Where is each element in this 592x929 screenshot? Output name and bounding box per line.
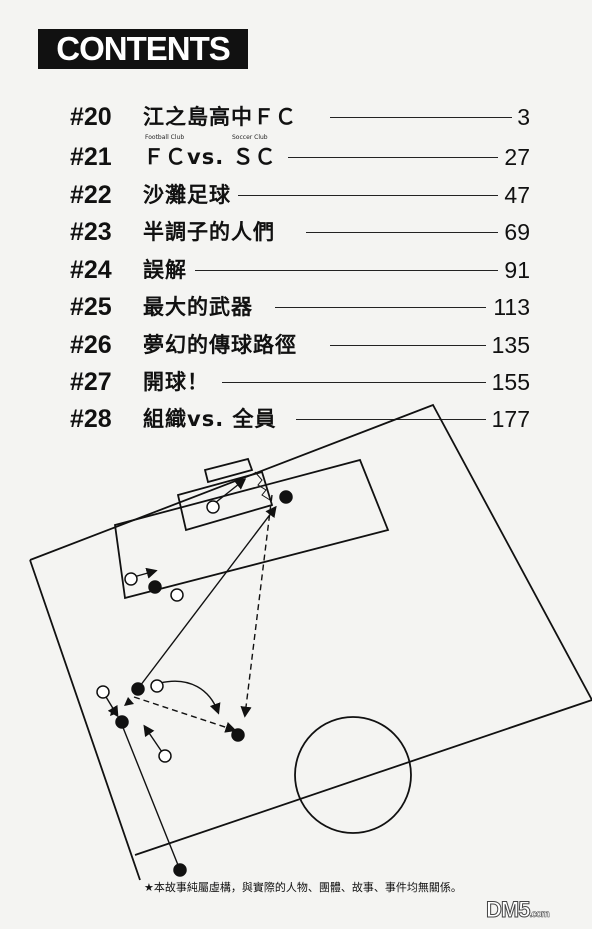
leader-line: [275, 307, 486, 308]
chapter-number: #24: [70, 256, 112, 284]
attacker-player: [148, 580, 162, 594]
chapter-page: 47: [504, 182, 530, 208]
chapter-number: #20: [70, 103, 112, 131]
contents-heading-text: CONTENTS: [56, 30, 230, 67]
leader-line: [222, 382, 486, 383]
chapter-number: #28: [70, 405, 112, 433]
defender-player: [96, 685, 110, 699]
leader-line: [306, 232, 498, 233]
toc-row-24[interactable]: #24 誤解 91: [0, 253, 592, 287]
attacker-player: [279, 490, 293, 504]
defender-player: [158, 749, 172, 763]
chapter-title: 半調子的人們: [143, 220, 275, 244]
soccer-field-diagram: [29, 403, 592, 881]
long-run-line: [121, 724, 181, 871]
leader-line: [296, 419, 486, 420]
chapter-number: #21: [70, 143, 112, 171]
chapter-page: 135: [491, 332, 530, 358]
chapter-title: 沙灘足球: [143, 183, 231, 207]
contents-heading: CONTENTS: [38, 29, 248, 69]
attacker-player: [115, 715, 129, 729]
chapter-number: #25: [70, 293, 112, 321]
chapter-number: #27: [70, 368, 112, 396]
halfway-line: [134, 699, 592, 856]
pitch-boundary: [29, 403, 592, 881]
leader-line: [238, 195, 498, 196]
chapter-page: 113: [493, 294, 530, 320]
run-arrow: [240, 494, 273, 718]
toc-row-27[interactable]: #27 開球！ 155: [0, 365, 592, 399]
chapter-page: 155: [491, 369, 530, 395]
defender-player: [124, 572, 138, 586]
player-move-arrow: [214, 478, 247, 504]
table-of-contents: #20 江之島高中ＦＣ 3 #21 Football Club Soccer C…: [0, 0, 592, 440]
attacker-player: [231, 728, 245, 742]
watermark-main: DM5: [485, 897, 530, 923]
watermark-suffix: .com: [529, 909, 550, 921]
chapter-number: #23: [70, 218, 112, 246]
defender-player: [150, 679, 164, 693]
ruby-soccer-club: Soccer Club: [232, 134, 268, 141]
ruby-football-club: Football Club: [145, 134, 185, 141]
centre-circle: [294, 716, 412, 834]
disclaimer-footnote: ★本故事純屬虛構，與實際的人物、團體、故事、事件均無關係。: [144, 881, 462, 894]
toc-row-22[interactable]: #22 沙灘足球 47: [0, 178, 592, 212]
pass-arrow: [133, 696, 237, 733]
attacker-player: [173, 863, 187, 877]
leader-line: [330, 345, 486, 346]
chapter-number: #26: [70, 331, 112, 359]
defender-player: [170, 588, 184, 602]
goal-area: [176, 470, 274, 532]
leader-line: [288, 157, 498, 158]
chapter-title: 夢幻的傳球路徑: [143, 333, 297, 357]
chapter-title: 開球！: [143, 370, 209, 394]
toc-row-25[interactable]: #25 最大的武器 113: [0, 290, 592, 324]
chapter-page: 27: [504, 144, 530, 170]
toc-row-20[interactable]: #20 江之島高中ＦＣ 3: [0, 100, 592, 134]
chapter-title: 組織vs. 全員: [143, 407, 277, 431]
ball-marker: [124, 697, 134, 706]
keeper-zigzag: [254, 471, 271, 501]
chapter-page: 177: [491, 406, 530, 432]
chapter-title: 最大的武器: [143, 295, 253, 319]
chapter-page: 69: [504, 219, 530, 245]
goal: [203, 457, 254, 484]
ball-marker: [110, 708, 118, 716]
toc-row-28[interactable]: #28 組織vs. 全員 177: [0, 402, 592, 436]
toc-row-21[interactable]: #21 Football Club Soccer Club ＦＣvs. ＳＣ 2…: [0, 134, 592, 174]
leader-line: [195, 270, 498, 271]
chapter-title: 誤解: [143, 258, 187, 282]
penalty-area: [114, 458, 390, 600]
chapter-title: ＦＣvs. ＳＣ: [143, 145, 277, 169]
curved-run-arrow: [159, 680, 221, 715]
chapter-page: 3: [517, 104, 530, 130]
chapter-number: #22: [70, 181, 112, 209]
pass-arrow: [136, 505, 277, 691]
attacker-player: [131, 682, 145, 696]
player-move-arrow: [143, 724, 163, 753]
toc-row-26[interactable]: #26 夢幻的傳球路徑 135: [0, 328, 592, 362]
chapter-title: 江之島高中ＦＣ: [143, 105, 297, 129]
chapter-page: 91: [504, 257, 530, 283]
defender-player: [206, 500, 220, 514]
watermark-logo: DM5.com: [485, 897, 550, 923]
leader-line: [330, 117, 512, 118]
toc-row-23[interactable]: #23 半調子的人們 69: [0, 215, 592, 249]
